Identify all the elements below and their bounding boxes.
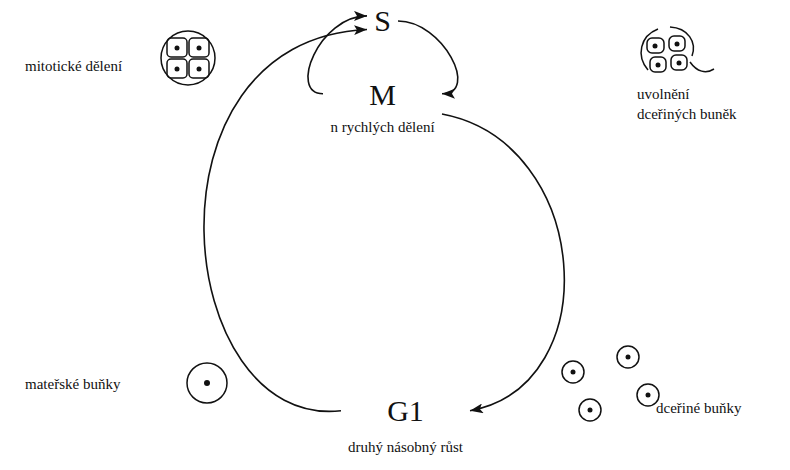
stage-label: dceřiné buňky (656, 398, 741, 418)
cycle-arrow (204, 30, 367, 412)
stage-label: mitotické dělení (25, 56, 122, 76)
cycle-arrow (398, 21, 458, 94)
stage-label: mateřské buňky (25, 374, 120, 394)
phase-label: S (370, 4, 395, 38)
cycle-arrow (308, 16, 367, 94)
phase-name: G1 (344, 394, 467, 428)
phase-label: Mn rychlých dělení (326, 78, 439, 136)
mother-cell-figure (187, 363, 227, 403)
release-figure (641, 27, 714, 72)
nucleus-dots (175, 46, 202, 72)
phase-note: druhý násobný růst (344, 438, 467, 456)
phase-name: M (326, 78, 439, 112)
nucleus-dots (653, 42, 682, 68)
phase-name: S (370, 4, 395, 38)
nucleus-dots (571, 355, 651, 413)
cycle-arrow (442, 114, 564, 411)
nucleus-dot (204, 380, 210, 386)
daughter-cells-figure (562, 346, 659, 421)
stage-label: uvolnění dceřiných buněk (637, 84, 749, 124)
phase-note: n rychlých dělení (326, 118, 439, 136)
mitotic-division-figure (161, 31, 215, 85)
phase-label: G1 druhý násobný růst (344, 394, 467, 456)
